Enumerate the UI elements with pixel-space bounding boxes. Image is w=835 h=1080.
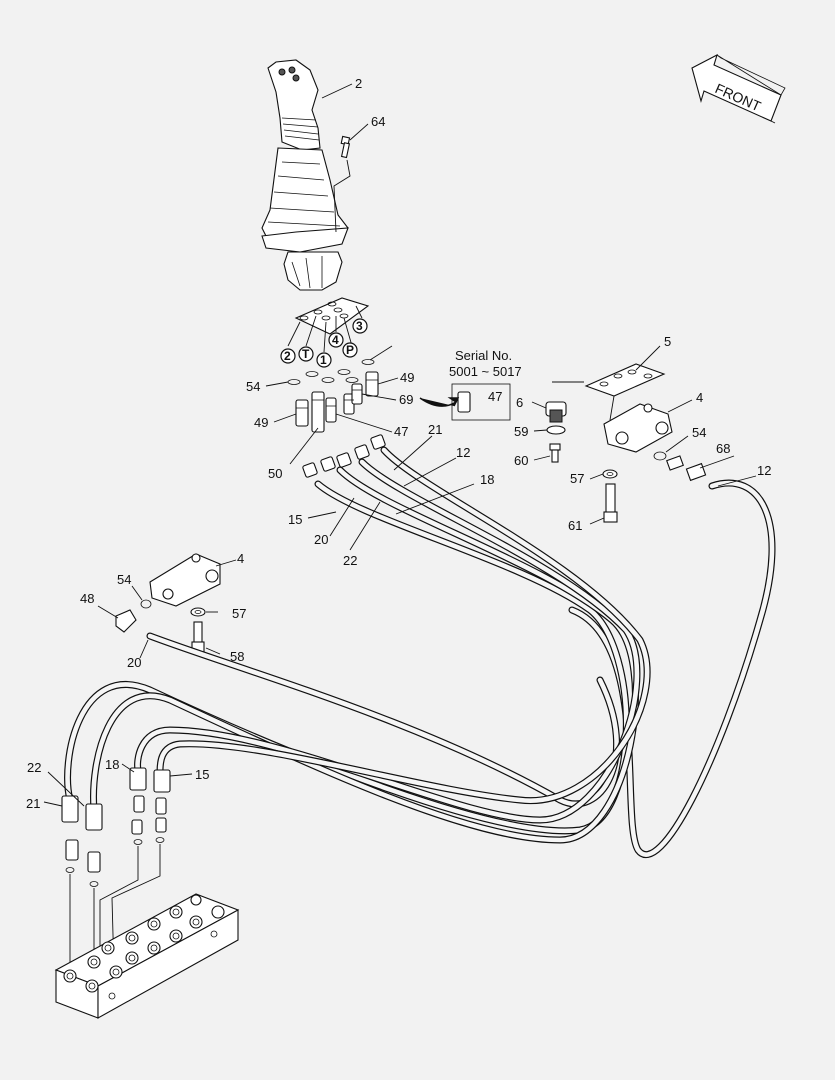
callout-22-upper: 22 [343,553,357,568]
o-ring-54-right [653,451,667,461]
port-marker-3: 3 [352,318,368,334]
bolt-60 [549,443,561,463]
callout-50: 50 [268,466,282,481]
callout-15-upper: 15 [288,512,302,527]
callout-labels: 2 64 5 4 54 49 69 6 59 60 57 61 47 49 50… [26,76,771,811]
hose-bundle [64,446,776,859]
svg-text:1: 1 [320,353,327,367]
callout-20-upper: 20 [314,532,328,547]
serial-note-part: 47 [488,389,502,404]
callout-21-lower: 21 [26,796,40,811]
callout-61: 61 [568,518,582,533]
callout-54-left-joystick: 54 [246,379,260,394]
callout-4-right: 4 [696,390,703,405]
callout-68: 68 [716,441,730,456]
o-ring-54-left [140,599,152,609]
screw-64 [333,135,351,233]
callout-58: 58 [230,649,244,664]
callout-6: 6 [516,395,523,410]
joystick-assembly [261,59,349,291]
serial-note-title: Serial No. [455,348,512,363]
elbow-48 [115,609,137,633]
callout-18-upper: 18 [480,472,494,487]
callout-59: 59 [514,424,528,439]
bolt-58 [191,621,205,653]
svg-text:T: T [302,347,310,361]
svg-text:P: P [346,343,354,357]
bolt-61 [603,483,618,523]
port-marker-4: 4 [328,332,344,348]
fitting-68 [666,455,707,482]
callout-49-lower: 49 [254,415,268,430]
callout-22-lower: 22 [27,760,41,775]
callout-4-left: 4 [237,551,244,566]
callout-57-left: 57 [232,606,246,621]
manifold-block-4-left [149,553,221,607]
callout-12-right: 12 [757,463,771,478]
bracket-5 [552,363,666,421]
callout-54-right: 54 [692,425,706,440]
callout-5: 5 [664,334,671,349]
leader-lines [43,83,757,807]
callout-2: 2 [355,76,362,91]
joystick-hose-fittings [302,434,386,478]
port-marker-t: T [298,346,314,362]
callout-20-lower: 20 [127,655,141,670]
svg-text:4: 4 [332,333,339,347]
o-rings-54 [287,359,375,385]
callout-18-lower: 18 [105,757,119,772]
callout-57-right: 57 [570,471,584,486]
callout-54-left: 54 [117,572,131,587]
bottom-hose-fittings [61,767,171,985]
callout-47: 47 [394,424,408,439]
callout-15-lower: 15 [195,767,209,782]
control-valve-block [54,893,240,1019]
washer-57-left [190,607,206,617]
callout-69: 69 [399,392,413,407]
fitting-6 [545,401,567,423]
port-marker-p: P [342,342,358,358]
valve-port-plate [287,297,370,353]
callout-64: 64 [371,114,385,129]
serial-note-range: 5001 ~ 5017 [449,364,522,379]
front-direction-arrow: FRONT [691,53,786,124]
callout-48: 48 [80,591,94,606]
svg-text:3: 3 [356,319,363,333]
serial-number-note: Serial No. 5001 ~ 5017 47 [419,348,522,421]
svg-text:2: 2 [284,349,291,363]
washer-57-right [602,469,618,479]
washer-59 [546,425,566,435]
callout-49-upper: 49 [400,370,414,385]
port-adapters [295,371,379,433]
callout-60: 60 [514,453,528,468]
callout-12-upper: 12 [456,445,470,460]
port-markers: 2 T 1 4 P 3 [280,318,368,368]
callout-21-upper: 21 [428,422,442,437]
port-marker-2: 2 [280,348,296,364]
manifold-block-4-right [603,403,673,453]
port-marker-1: 1 [316,352,332,368]
